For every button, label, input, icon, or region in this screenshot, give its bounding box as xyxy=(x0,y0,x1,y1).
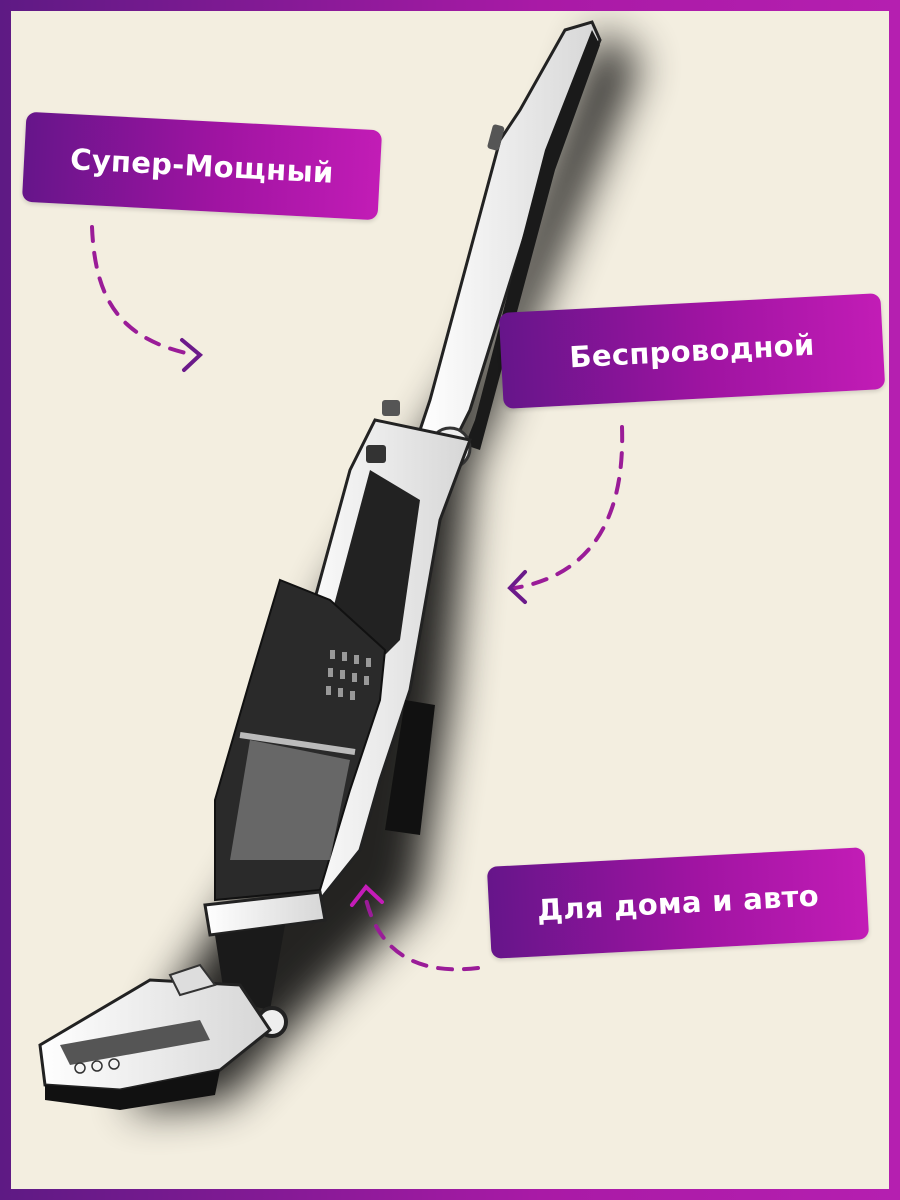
led-lights xyxy=(74,1058,120,1074)
container-ring xyxy=(239,732,356,755)
brush-bumper xyxy=(45,1070,220,1110)
arrow-home-car xyxy=(363,893,480,972)
container-base xyxy=(203,890,327,937)
arrow-head-3 xyxy=(350,884,384,907)
handle-button xyxy=(487,124,505,151)
arrow-cordless xyxy=(513,425,625,590)
crevice-tool xyxy=(385,700,435,835)
brush-panel xyxy=(60,1020,210,1065)
vacuum-cleaner-image xyxy=(38,20,640,1110)
mode-button xyxy=(366,445,386,463)
vent-grille xyxy=(326,650,371,700)
handle-back xyxy=(465,30,600,450)
brush-joint xyxy=(168,963,217,997)
filter xyxy=(230,740,350,860)
power-button xyxy=(382,400,400,416)
arrow-head-2 xyxy=(507,570,527,604)
feature-label-cordless: Беспроводной xyxy=(498,293,886,409)
arrow-head-1 xyxy=(180,338,204,372)
arrow-super-powerful xyxy=(90,225,197,357)
product-card: Супер-Мощный Беспроводной Для дома и авт… xyxy=(11,11,889,1189)
feature-label-super-powerful: Супер-Мощный xyxy=(21,111,383,221)
